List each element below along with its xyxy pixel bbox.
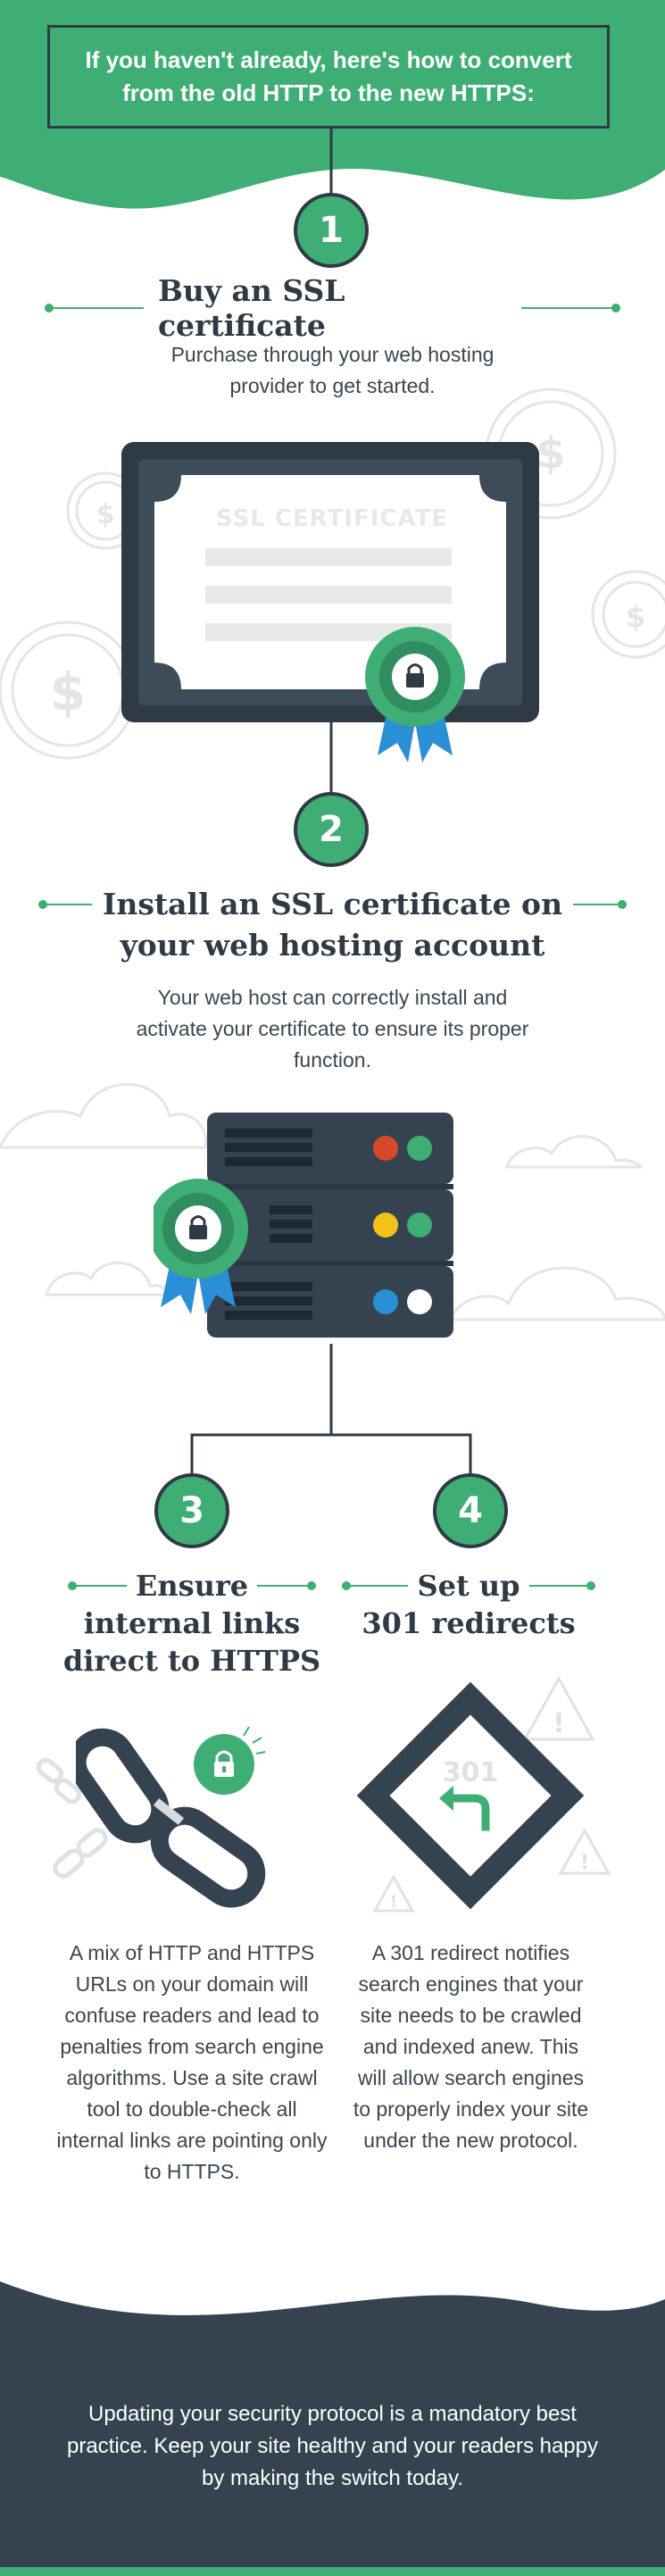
heading-rule bbox=[521, 304, 621, 313]
lock-icon bbox=[406, 663, 424, 688]
step-4-heading: Set up 301 redirects bbox=[339, 1567, 598, 1642]
step-3-heading: Ensure internal links direct to HTTPS bbox=[54, 1567, 330, 1680]
heading-rule bbox=[45, 304, 144, 313]
step-3-title-line3: direct to HTTPS bbox=[62, 1644, 321, 1678]
heading-rule bbox=[37, 900, 92, 909]
certificate-label: SSL CERTIFICATE bbox=[215, 505, 449, 532]
step-3-title-line1: Ensure bbox=[135, 1569, 249, 1603]
heading-rule bbox=[573, 900, 628, 909]
step-3-number: 3 bbox=[179, 1490, 204, 1531]
step-4-title-line1: Set up bbox=[417, 1569, 520, 1603]
step-1-body: Purchase through your web hosting provid… bbox=[170, 343, 495, 397]
heading-rule bbox=[257, 1581, 317, 1590]
step-2-heading: Install an SSL certificate on your web h… bbox=[36, 884, 629, 966]
heading-rule bbox=[342, 1581, 409, 1590]
intro-text: If you haven't already, here's how to co… bbox=[85, 46, 572, 106]
chain-link-icon bbox=[76, 1728, 266, 1908]
ribbon-seal-icon bbox=[154, 1179, 248, 1314]
step-2-body: Your web host can correctly install and … bbox=[136, 986, 529, 1071]
footer-text: Updating your security protocol is a man… bbox=[66, 2402, 599, 2490]
top-green-wave bbox=[0, 0, 665, 209]
step-2-badge: 2 bbox=[294, 792, 369, 867]
chain-link-illustration bbox=[76, 1726, 266, 1908]
server-unit bbox=[207, 1189, 453, 1266]
step-4-badge: 4 bbox=[433, 1473, 508, 1548]
step-2-title-line1: Install an SSL certificate on bbox=[102, 887, 563, 921]
svg-text:$: $ bbox=[96, 499, 115, 530]
ssl-certificate-illustration bbox=[121, 442, 539, 763]
svg-text:$: $ bbox=[536, 429, 565, 479]
step-4-body: A 301 redirect notifies search engines t… bbox=[353, 1941, 589, 2152]
step-1-number: 1 bbox=[319, 210, 344, 251]
redirect-arrow-icon bbox=[447, 1794, 490, 1831]
cloud-icon bbox=[0, 1082, 665, 1321]
step-3-badge: 3 bbox=[154, 1473, 229, 1548]
step-1-badge: 1 bbox=[294, 193, 369, 268]
step-1-title: Buy an SSL certificate bbox=[157, 273, 345, 343]
step-2-title-line2: your web hosting account bbox=[120, 928, 545, 963]
heading-rule bbox=[528, 1581, 595, 1590]
lock-icon bbox=[189, 1215, 207, 1239]
step-2-number: 2 bbox=[319, 809, 344, 850]
svg-text:!: ! bbox=[553, 1708, 565, 1739]
ribbon-seal-icon bbox=[365, 627, 465, 763]
svg-text:$: $ bbox=[50, 662, 86, 722]
step-1-heading-row: Buy an SSL certificate bbox=[45, 273, 621, 343]
redirect-sign-label: 301 bbox=[442, 1757, 499, 1788]
heading-rule bbox=[67, 1581, 127, 1590]
svg-text:!: ! bbox=[580, 1852, 589, 1874]
step-4-title-line2: 301 redirects bbox=[362, 1606, 576, 1640]
step-4-number: 4 bbox=[458, 1490, 483, 1531]
step-3-title-line2: internal links bbox=[83, 1606, 301, 1640]
warning-triangle-icon bbox=[372, 1675, 611, 1913]
svg-text:!: ! bbox=[390, 1893, 397, 1912]
lock-icon bbox=[194, 1734, 254, 1795]
server-illustration bbox=[154, 1113, 453, 1338]
redirect-sign-illustration bbox=[356, 1681, 585, 1910]
step-3-body: A mix of HTTP and HTTPS URLs on your dom… bbox=[56, 1941, 328, 2183]
footer-green-strip bbox=[0, 2567, 665, 2576]
footer-dark-wave bbox=[0, 2281, 665, 2576]
svg-text:$: $ bbox=[626, 600, 645, 634]
intro-box: If you haven't already, here's how to co… bbox=[47, 25, 610, 129]
